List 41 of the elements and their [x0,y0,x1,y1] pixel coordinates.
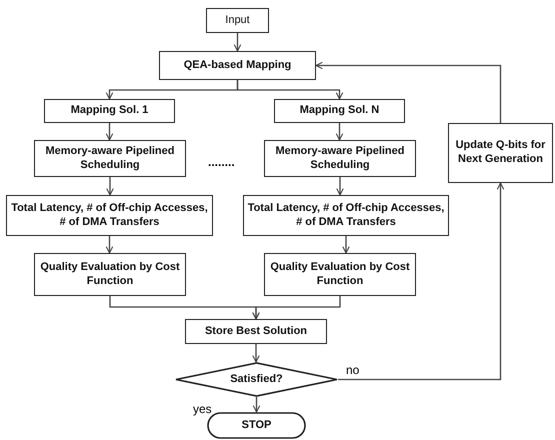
arrow [338,182,504,380]
process-box [243,195,449,236]
arrow [336,123,344,141]
process-box [159,51,316,80]
node-text: Update Q-bits for Next Generation [454,139,546,167]
ellipsis-dots: ........ [208,155,235,169]
process-box [206,8,269,33]
process-box [34,253,186,296]
process-box [274,99,405,123]
arrow [342,236,350,254]
arrow [234,33,242,52]
process-box [185,319,327,344]
arrow [106,236,114,254]
node-text: Total Latency, # of Off-chip Accesses, # of DMA Transfers [246,202,446,230]
arrow [106,123,114,141]
process-box [264,140,416,177]
node-text: Total Latency, # of Off-chip Accesses, # of DMA Transfers [10,202,209,230]
arrow [252,344,260,363]
process-box [34,140,186,177]
node-text: Input [225,14,250,28]
arrow [315,62,502,123]
process-box [264,253,416,296]
node-text: Mapping Sol. 1 [70,104,148,118]
arrow [336,177,344,196]
node-text: Memory-aware Pipelined Scheduling [44,144,176,172]
arrow [252,397,260,413]
node-text: Store Best Solution [204,324,308,338]
node-text: Satisfied? [230,372,283,386]
node-text: Memory-aware Pipelined Scheduling [274,144,406,172]
node-text: STOP [242,418,272,432]
process-box [6,195,213,236]
decision-diamond [175,362,338,397]
node-text: Quality Evaluation by Cost Function [269,260,411,288]
node-text: QEA-based Mapping [184,58,292,72]
process-box [44,99,175,123]
node-text: Quality Evaluation by Cost Function [39,260,181,288]
process-box [448,123,553,183]
arrow [236,80,344,100]
arrow [252,296,341,320]
arrow [106,177,114,196]
node-text: Mapping Sol. N [300,104,380,118]
